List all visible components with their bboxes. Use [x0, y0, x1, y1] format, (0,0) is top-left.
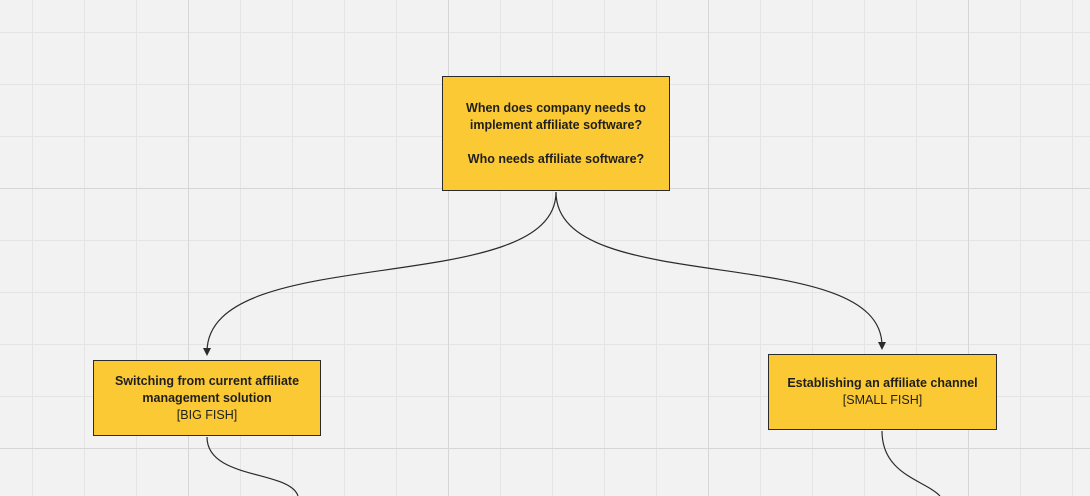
connector-right-continuation[interactable] [881, 430, 941, 496]
sticky-note-small-fish[interactable]: Establishing an affiliate channel [SMALL… [768, 354, 997, 430]
connector-top-to-right[interactable] [555, 191, 886, 350]
sticky-note-question[interactable]: When does company needs to implement aff… [442, 76, 670, 191]
question-line-1: When does company needs to [466, 100, 646, 115]
sticky-note-big-fish[interactable]: Switching from current affiliate managem… [93, 360, 321, 436]
connector-top-to-left[interactable] [203, 191, 557, 356]
small-fish-tag: [SMALL FISH] [842, 393, 923, 407]
question-line-2: implement affiliate software? [469, 117, 643, 132]
big-fish-tag: [BIG FISH] [176, 407, 238, 422]
small-fish-title: Establishing an affiliate channel [787, 376, 978, 390]
big-fish-title-line-1: Switching from current affiliate [114, 373, 300, 388]
question-line-3: Who needs affiliate software? [467, 151, 645, 166]
connector-left-continuation[interactable] [206, 436, 299, 496]
big-fish-title-line-2: management solution [142, 390, 272, 405]
